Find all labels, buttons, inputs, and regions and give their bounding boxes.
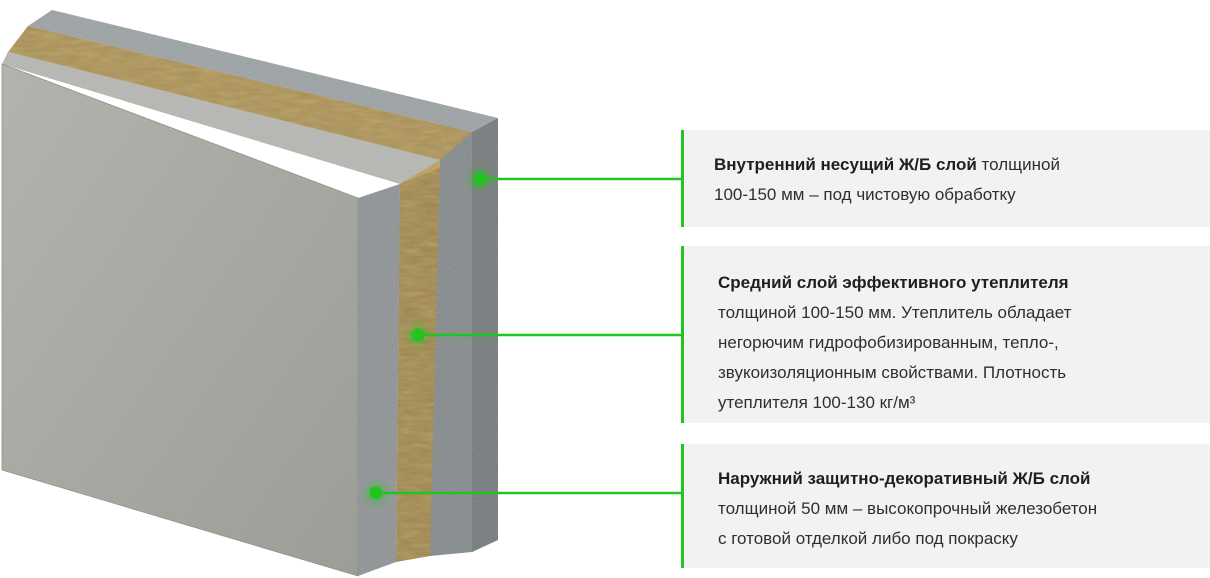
callout-outer-title: Наружний защитно-декоративный Ж/Б слой <box>718 469 1091 488</box>
insulation-layer <box>8 26 472 562</box>
marker-dot-inner <box>473 172 487 186</box>
outer-concrete-layer <box>2 52 440 576</box>
inner-concrete-layer <box>28 10 498 556</box>
callout-insulation-line: звукоизоляционным свойствами. Плотность <box>718 363 1067 382</box>
callout-inner-layer: Внутренний несущий Ж/Б слой толщиной 100… <box>681 130 1210 227</box>
marker-dots <box>360 163 496 509</box>
callout-inner-text-a: толщиной <box>981 155 1060 174</box>
callout-outer-line: с готовой отделкой либо под покраску <box>718 529 1018 548</box>
callout-outer-line: толщиной 50 мм – высокопрочный железобет… <box>718 499 1098 518</box>
callout-insulation-layer: Средний слой эффективного утеплителя тол… <box>681 246 1210 423</box>
marker-dot-insulation <box>411 328 425 342</box>
callout-insulation-line: негорючим гидрофобизированным, тепло-, <box>718 333 1059 352</box>
callout-inner-text-b: 100-150 мм – под чистовую обработку <box>714 185 1016 204</box>
panel-front-face <box>1 63 359 577</box>
callout-insulation-line: толщиной 100-150 мм. Утеплитель обладает <box>718 303 1072 322</box>
callout-outer-layer: Наружний защитно-декоративный Ж/Б слой т… <box>681 444 1210 568</box>
leader-lines <box>376 177 682 495</box>
callout-insulation-line: утеплителя 100-130 кг/м³ <box>718 393 916 412</box>
marker-dot-outer <box>369 486 383 500</box>
callout-inner-title: Внутренний несущий Ж/Б слой <box>714 155 977 174</box>
callout-insulation-title: Средний слой эффективного утеплителя <box>718 273 1069 292</box>
